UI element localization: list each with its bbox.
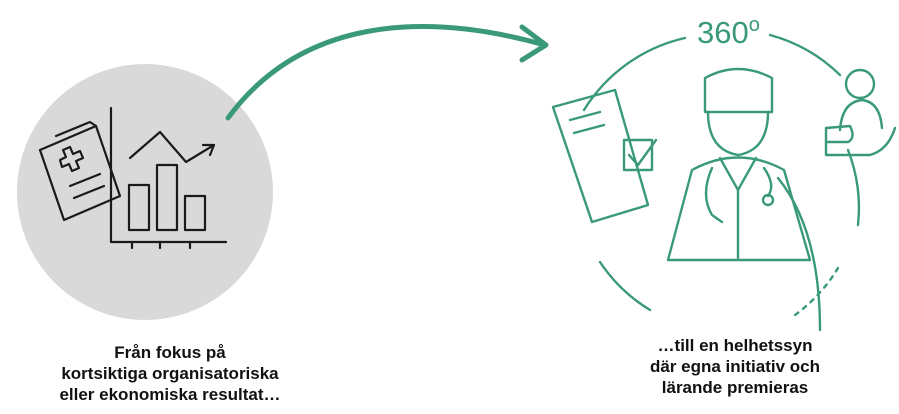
degree-number: 360	[697, 15, 749, 50]
rotation-circle-icon	[584, 35, 859, 315]
doctor-icon	[668, 69, 820, 330]
left-caption-line-3: eller ekonomiska resultat…	[10, 384, 330, 405]
hand-patient-icon	[826, 70, 895, 155]
left-caption-line-1: Från fokus på	[10, 342, 330, 363]
degree-symbol: o	[749, 14, 760, 36]
right-caption-line-2: där egna initiativ och	[575, 356, 895, 377]
curved-arrow-icon	[228, 27, 546, 118]
right-caption-line-3: lärande premieras	[575, 377, 895, 398]
right-caption: …till en helhetssyn där egna initiativ o…	[575, 335, 895, 398]
left-caption-line-2: kortsiktiga organisatoriska	[10, 363, 330, 384]
right-caption-line-1: …till en helhetssyn	[575, 335, 895, 356]
rotation-degree-label: 360o	[697, 8, 760, 50]
left-caption: Från fokus på kortsiktiga organisatorisk…	[10, 342, 330, 405]
checklist-document-icon	[553, 90, 656, 222]
